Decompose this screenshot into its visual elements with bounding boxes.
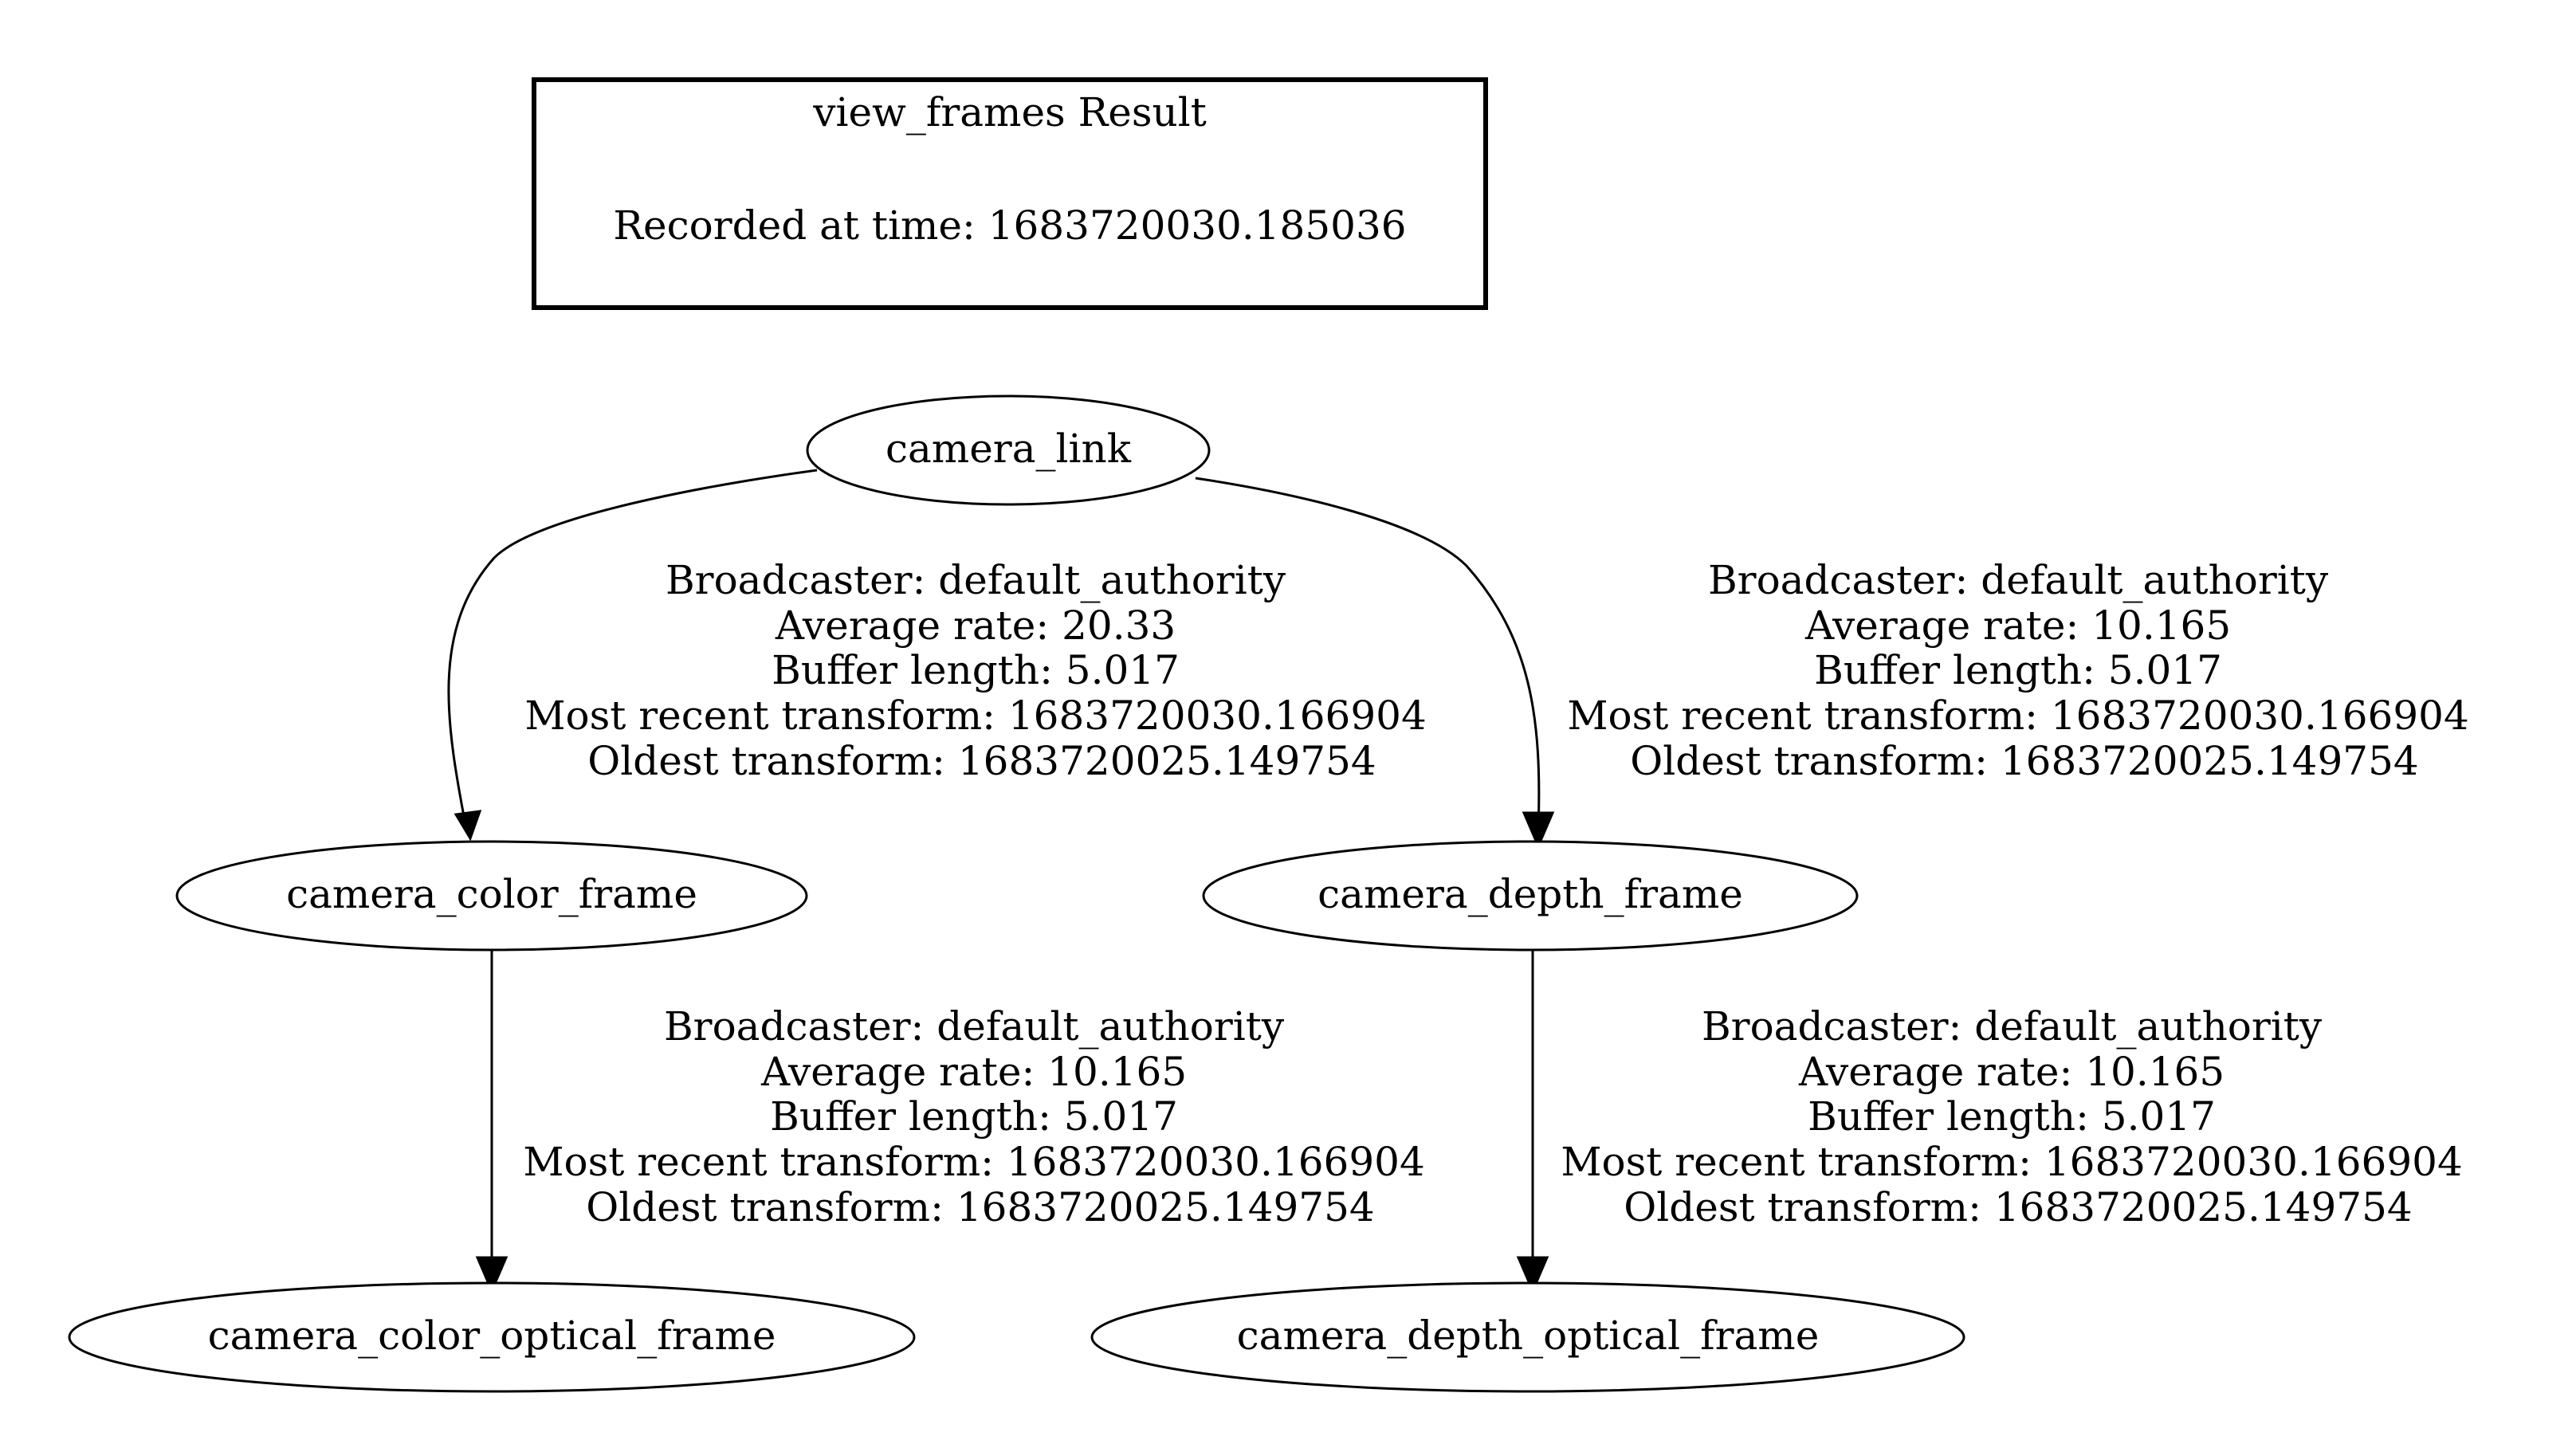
edge-camera-link-to-depth-frame: Broadcaster: default_authority Average r… (1195, 477, 2481, 850)
edge-label-oldest: Oldest transform: 1683720025.149754 (586, 1184, 1374, 1230)
node-camera-color-frame: camera_color_frame (175, 840, 808, 952)
edge-label-buffer-length: Buffer length: 5.017 (772, 647, 1180, 693)
edge-label-buffer-length: Buffer length: 5.017 (1814, 647, 2222, 693)
edge-label-buffer-length: Buffer length: 5.017 (1808, 1093, 2216, 1140)
edge-label-average-rate: Average rate: 20.33 (775, 602, 1176, 649)
svg-text:Broadcaster: default_authority: Broadcaster: default_authority Average r… (524, 557, 1439, 784)
node-camera-depth-frame: camera_depth_frame (1202, 840, 1859, 952)
edge-camera-link-to-color-frame: Broadcaster: default_authority Average r… (447, 469, 1439, 842)
edge-label-oldest: Oldest transform: 1683720025.149754 (1624, 1184, 2412, 1230)
node-label: camera_color_optical_frame (208, 1313, 776, 1359)
edge-label-oldest: Oldest transform: 1683720025.149754 (1630, 738, 2418, 784)
edge-label-most-recent: Most recent transform: 1683720030.166904 (1561, 1139, 2462, 1185)
svg-text:Broadcaster: default_authority: Broadcaster: default_authority Average r… (1567, 557, 2481, 784)
edge-depth-frame-to-depth-optical-frame: Broadcaster: default_authority Average r… (1516, 950, 2475, 1294)
node-label: camera_depth_frame (1317, 871, 1743, 917)
edge-label-most-recent: Most recent transform: 1683720030.166904 (523, 1139, 1424, 1185)
edge-label-average-rate: Average rate: 10.165 (1798, 1049, 2225, 1095)
edge-label-buffer-length: Buffer length: 5.017 (770, 1093, 1178, 1140)
node-camera-depth-optical-frame: camera_depth_optical_frame (1090, 1281, 1965, 1393)
edge-label-broadcaster: Broadcaster: default_authority (1702, 1003, 2323, 1050)
title-box: view_frames Result Recorded at time: 168… (532, 77, 1488, 310)
node-label: camera_link (886, 426, 1132, 472)
edge-label-average-rate: Average rate: 10.165 (760, 1049, 1187, 1095)
edge-label-broadcaster: Broadcaster: default_authority (1708, 557, 2329, 603)
edge-label-most-recent: Most recent transform: 1683720030.166904 (1567, 693, 2468, 739)
node-camera-color-optical-frame: camera_color_optical_frame (68, 1281, 916, 1393)
node-label: camera_depth_optical_frame (1237, 1313, 1820, 1359)
edge-color-frame-to-color-optical-frame: Broadcaster: default_authority Average r… (475, 950, 1437, 1294)
svg-text:Broadcaster: default_authority: Broadcaster: default_authority Average r… (1561, 1003, 2475, 1230)
edge-label-average-rate: Average rate: 10.165 (1804, 602, 2231, 649)
node-label: camera_color_frame (286, 871, 697, 917)
edge-label-broadcaster: Broadcaster: default_authority (664, 1003, 1285, 1050)
edge-label-oldest: Oldest transform: 1683720025.149754 (587, 738, 1376, 784)
title-recorded-time: Recorded at time: 1683720030.185036 (613, 202, 1406, 249)
title-heading: view_frames Result (812, 89, 1207, 135)
edge-label-broadcaster: Broadcaster: default_authority (666, 557, 1286, 603)
svg-text:Broadcaster: default_authority: Broadcaster: default_authority Average r… (523, 1003, 1437, 1230)
node-camera-link: camera_link (806, 394, 1211, 506)
edge-label-most-recent: Most recent transform: 1683720030.166904 (524, 693, 1426, 739)
